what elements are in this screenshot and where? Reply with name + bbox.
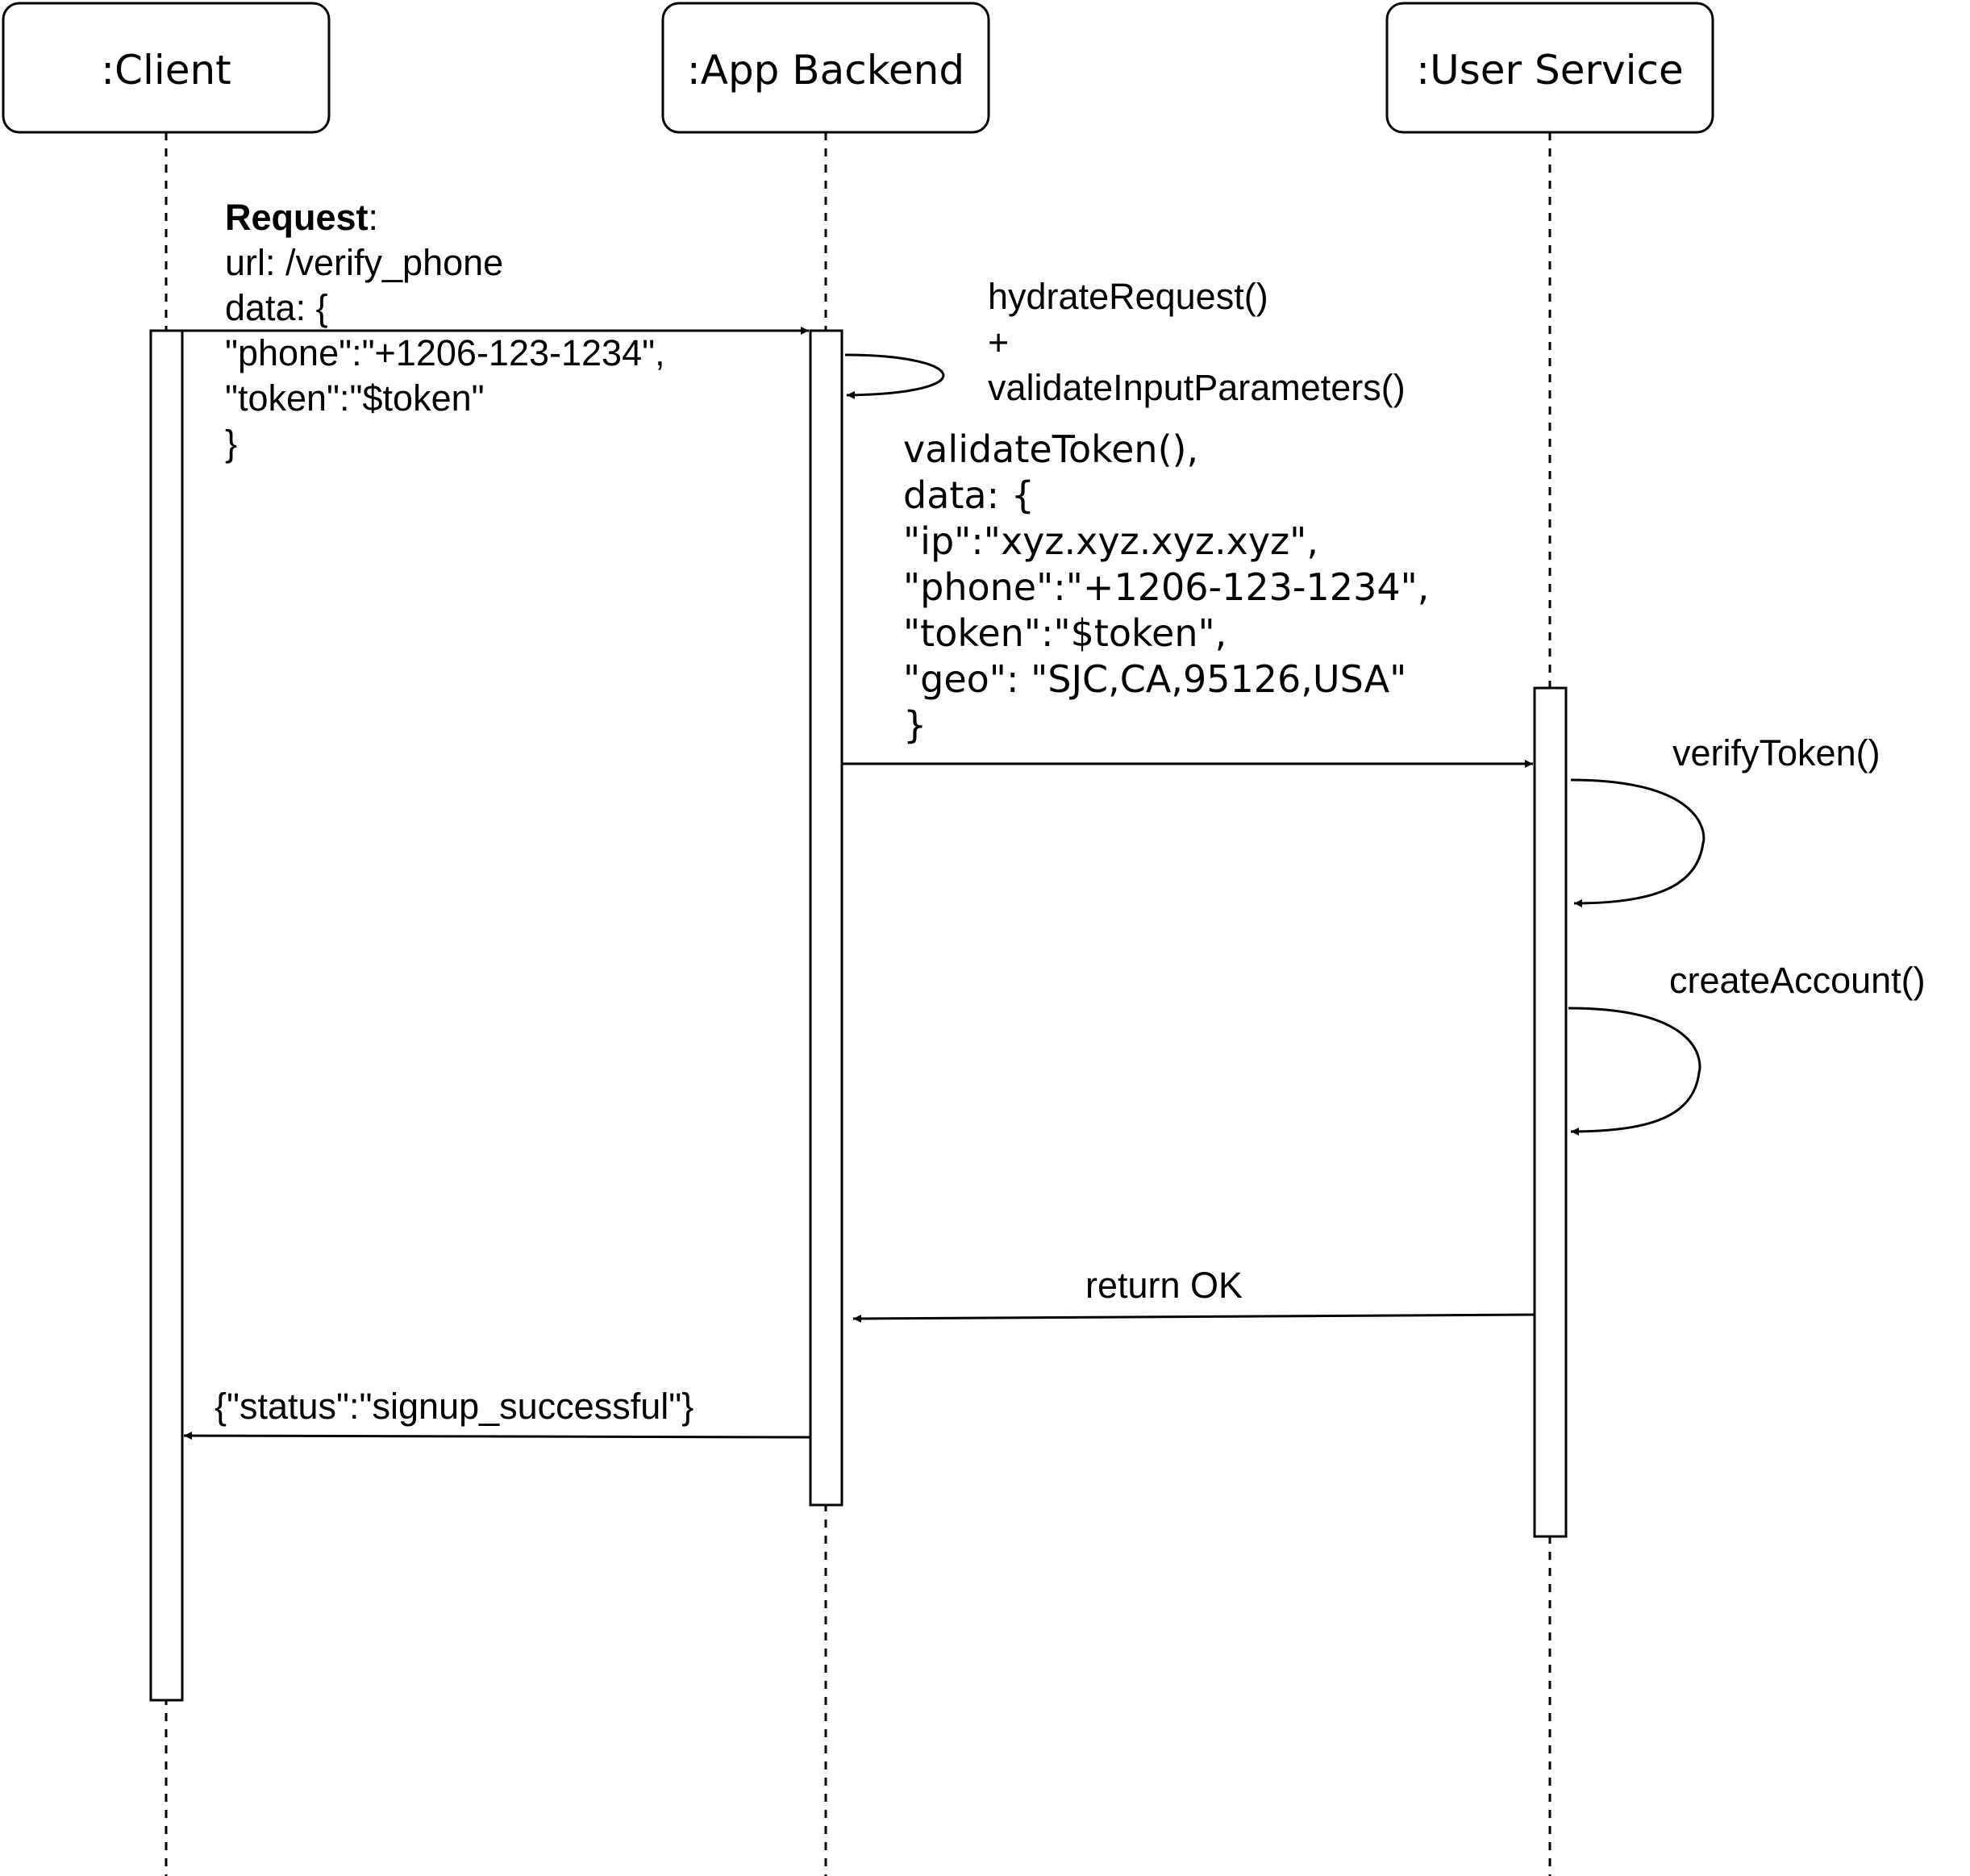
hydrate-line: validateInputParameters()	[988, 367, 1406, 408]
request-line: url: /verify_phone	[225, 242, 504, 283]
final-response-arrow	[183, 1432, 811, 1440]
request-line: }	[225, 423, 238, 464]
request-line: "phone":"+1206-123-1234",	[225, 332, 665, 373]
participant-name-backend: :App Backend	[686, 47, 965, 94]
return-ok-label: return OK	[1085, 1265, 1243, 1306]
validate-token-line: "phone":"+1206-123-1234",	[903, 565, 1430, 609]
request-title-suffix: :	[368, 197, 379, 238]
validate-token-line: validateToken(),	[903, 427, 1199, 471]
participant-name-client: :Client	[101, 47, 231, 94]
hydrate-line: +	[988, 322, 1010, 363]
return-ok-arrow	[852, 1313, 1535, 1323]
validate-token-line: "ip":"xyz.xyz.xyz.xyz",	[903, 519, 1318, 563]
create-account-label: createAccount()	[1669, 960, 1926, 1001]
validate-token-line: "geo": "SJC,CA,95126,USA"	[903, 657, 1407, 701]
hydrate-self-call-arrow	[844, 353, 945, 399]
activation-backend	[809, 329, 843, 1507]
request-line: data: {	[225, 287, 328, 328]
hydrate-line: hydrateRequest()	[988, 276, 1268, 317]
request-title: Request	[225, 197, 369, 238]
activation-client	[149, 329, 184, 1702]
create-account-self-call-arrow	[1568, 1007, 1701, 1136]
activation-userservice	[1533, 686, 1568, 1538]
validate-token-line: "token":"$token",	[903, 611, 1227, 655]
request-label: Request:	[225, 195, 378, 240]
validate-token-line: }	[903, 703, 927, 747]
validate-token-line: data: {	[903, 473, 1035, 517]
verify-token-self-call-arrow	[1570, 778, 1706, 907]
verify-token-label: verifyToken()	[1672, 732, 1880, 773]
request-line: "token":"$token"	[225, 377, 485, 419]
final-response-label: {"status":"signup_successful"}	[214, 1386, 694, 1427]
participant-name-userservice: :User Service	[1416, 47, 1684, 94]
